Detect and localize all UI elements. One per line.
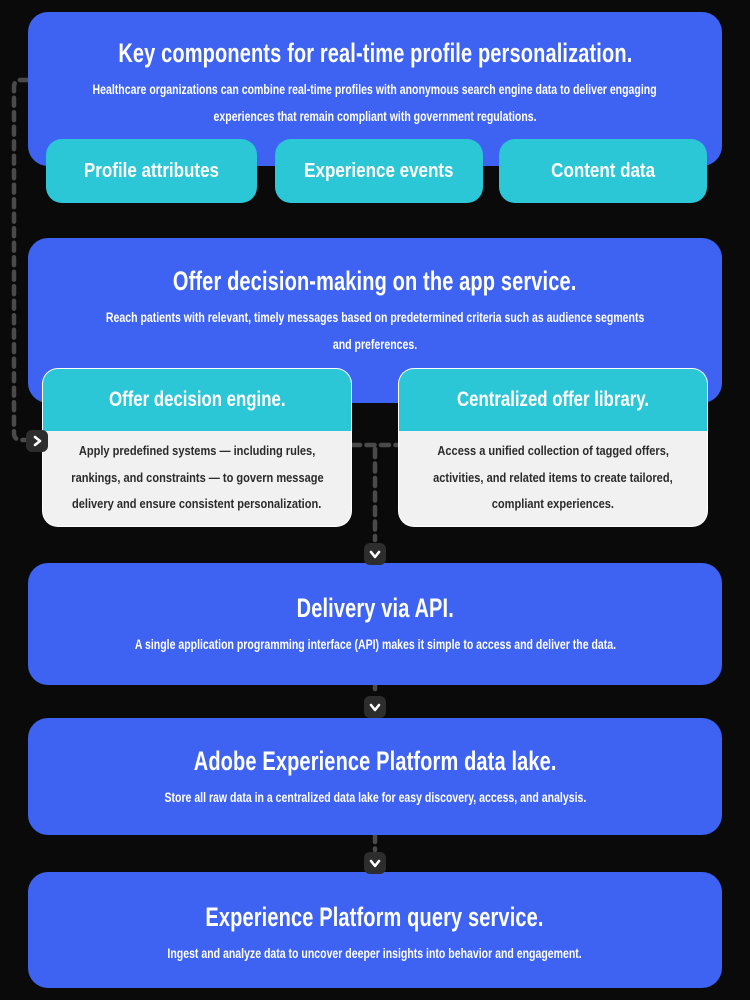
section-title: Adobe Experience Platform data lake. [193, 746, 557, 776]
subtitle-line: and preferences. [332, 337, 418, 352]
card-body-line: Access a unified collection of tagged of… [437, 443, 669, 459]
section-title: Experience Platform query service. [205, 902, 545, 932]
chevron-down-icon [368, 547, 382, 561]
chevron-right-icon [30, 434, 44, 448]
pill-label: Profile attributes [83, 159, 220, 182]
subtitle-line: A single application programming interfa… [134, 637, 616, 652]
subtitle-line: Ingest and analyze data to uncover deepe… [167, 946, 583, 961]
section-subtitle: Ingest and analyze data to uncover deepe… [109, 940, 640, 967]
card-body-line: Apply predefined systems — including rul… [78, 443, 316, 459]
chevron-down-icon [368, 700, 382, 714]
section-title: Delivery via API. [296, 593, 454, 623]
card-body-line: compliant experiences. [491, 496, 615, 512]
pill-label: Experience events [304, 159, 454, 182]
section-delivery-via-api: Delivery via API. A single application p… [28, 563, 722, 685]
card-body-line: delivery and ensure consistent personali… [72, 496, 322, 512]
section-query-service: Experience Platform query service. Inges… [28, 872, 722, 988]
card-title: Centralized offer library. [456, 388, 649, 411]
pill-experience-events: Experience events [275, 139, 483, 203]
subtitle-line: Store all raw data in a centralized data… [164, 790, 586, 805]
card-header: Offer decision engine. [43, 369, 351, 431]
card-offer-decision-engine: Offer decision engine. Apply predefined … [42, 368, 352, 527]
card-body-line: rankings, and constraints — to govern me… [70, 469, 324, 485]
section-data-lake: Adobe Experience Platform data lake. Sto… [28, 718, 722, 835]
section-subtitle: Reach patients with relevant, timely mes… [30, 304, 720, 358]
connector-left-loop [11, 77, 31, 443]
card-body-line: activities, and related items to create … [433, 469, 673, 485]
card-centralized-offer-library: Centralized offer library. Access a unif… [398, 368, 708, 527]
section-subtitle: Healthcare organizations can combine rea… [13, 76, 736, 130]
section-title: Key components for real-time profile per… [117, 38, 633, 68]
card-body: Apply predefined systems — including rul… [43, 431, 351, 525]
card-header: Centralized offer library. [399, 369, 707, 431]
subtitle-line: Healthcare organizations can combine rea… [92, 82, 658, 97]
chevron-down-icon [368, 856, 382, 870]
flow-arrow-to-data-lake [364, 696, 386, 718]
flow-arrow-to-delivery [364, 543, 386, 565]
card-body: Access a unified collection of tagged of… [399, 431, 707, 525]
section-subtitle: Store all raw data in a centralized data… [105, 784, 646, 811]
pill-label: Content data [551, 159, 655, 182]
section-subtitle: A single application programming interfa… [67, 631, 684, 658]
subtitle-line: experiences that remain compliant with g… [213, 109, 537, 124]
subtitle-line: Reach patients with relevant, timely mes… [105, 310, 645, 325]
section-title: Offer decision-making on the app service… [173, 266, 577, 296]
card-title: Offer decision engine. [108, 388, 286, 411]
pill-profile-attributes: Profile attributes [46, 139, 257, 203]
flow-arrow-to-query-service [364, 852, 386, 874]
pill-content-data: Content data [499, 139, 707, 203]
flow-arrow-into-decision-engine [26, 430, 48, 452]
